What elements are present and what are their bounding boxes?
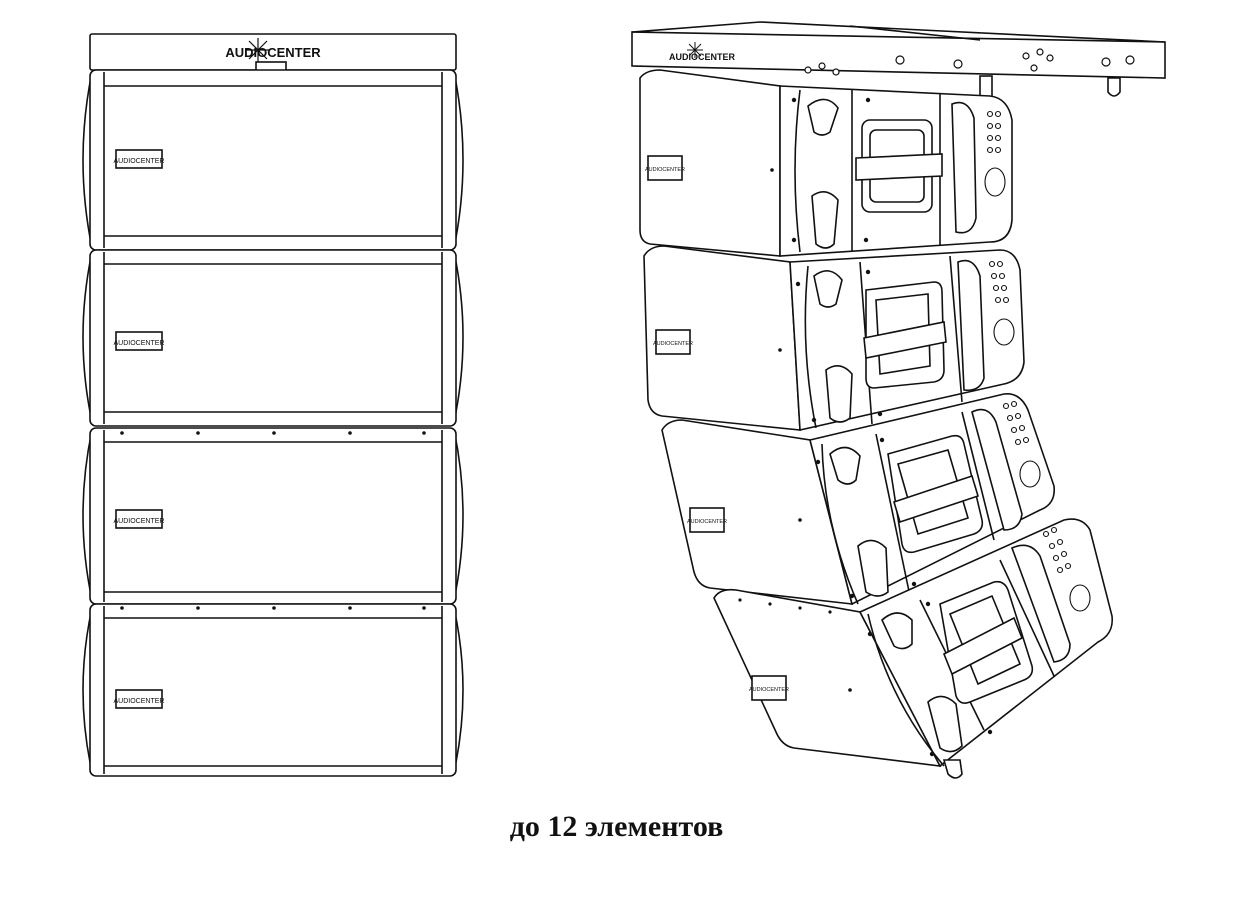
star-logo-icon [687, 42, 703, 58]
front-module-4: AUDIOCENTER [82, 603, 464, 777]
rigging-slot [829, 446, 861, 485]
connector-panel [988, 260, 1015, 346]
module-logo-text: AUDIOCENTER [687, 519, 727, 525]
rigging-slot [881, 612, 913, 650]
side-module-2: AUDIOCENTER [643, 245, 1025, 431]
module-logo-plate [655, 329, 691, 355]
module-logo-plate [751, 675, 787, 701]
module-logo-plate [689, 507, 725, 533]
caption-text: до 12 элементов [509, 810, 724, 843]
side-module-4: AUDIOCENTER [713, 518, 1114, 779]
module-logo-text: AUDIOCENTER [653, 341, 693, 347]
logo-text: AUDIOCENTER [225, 45, 321, 60]
connector-panel [1042, 526, 1091, 612]
module-logo-plate [115, 331, 163, 351]
module-logo-text: AUDIOCENTER [114, 698, 165, 705]
side-view: AUDIOCENTER [631, 21, 1166, 779]
side-module-3: AUDIOCENTER [661, 393, 1056, 606]
module-logo-text: AUDIOCENTER [114, 158, 165, 165]
module-logo-text: AUDIOCENTER [749, 687, 789, 693]
side-rigging-frame: AUDIOCENTER [631, 21, 1166, 103]
handle-strap [855, 153, 943, 181]
front-view: AUDIOCENTER AUDIOCENTER [82, 33, 464, 777]
connector-panel [984, 110, 1006, 197]
front-rigging-frame: AUDIOCENTER [89, 33, 457, 73]
rigging-slot [813, 270, 843, 308]
module-logo-plate [115, 689, 163, 709]
front-module-1: AUDIOCENTER [82, 69, 464, 251]
module-logo-plate [647, 155, 683, 181]
rigging-slot [811, 191, 839, 249]
rigging-slot [927, 695, 963, 753]
speakon-connector-icon [1069, 584, 1091, 612]
rigging-slot [825, 365, 853, 423]
side-module-1: AUDIOCENTER [639, 69, 1013, 257]
module-logo-text: AUDIOCENTER [114, 340, 165, 347]
module-logo-text: AUDIOCENTER [645, 167, 685, 173]
handle-strap [942, 616, 1024, 676]
side-frame-logo-text: AUDIOCENTER [669, 52, 736, 62]
star-logo-icon [246, 38, 270, 62]
speakon-connector-icon [993, 318, 1015, 346]
handle-strap [893, 474, 979, 524]
module-logo-plate [115, 509, 163, 529]
front-module-2: AUDIOCENTER [82, 249, 464, 427]
front-module-3: AUDIOCENTER [82, 427, 464, 605]
handle-strap [863, 321, 947, 359]
frame-holes [804, 48, 1135, 76]
speakon-connector-icon [1019, 460, 1041, 488]
speakon-connector-icon [984, 167, 1006, 197]
connector-panel [1002, 400, 1041, 488]
rigging-slot [807, 98, 839, 136]
module-logo-plate [115, 149, 163, 169]
module-logo-text: AUDIOCENTER [114, 518, 165, 525]
front-frame-logo: AUDIOCENTER [225, 45, 321, 60]
rigging-slot [857, 539, 889, 597]
